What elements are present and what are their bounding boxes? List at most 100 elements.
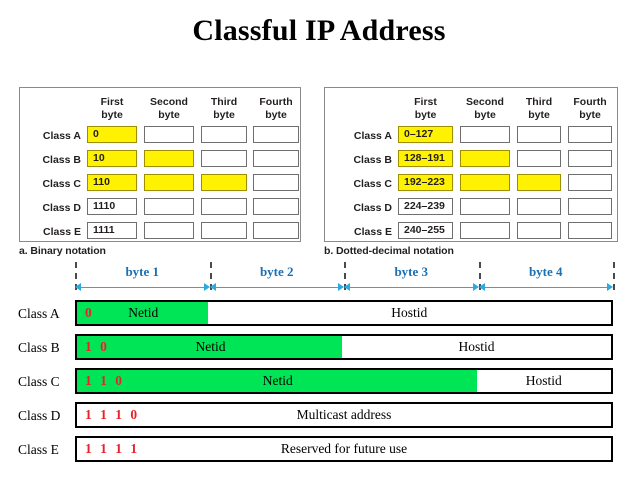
byte-cell: 110 xyxy=(87,174,137,191)
byte-cell xyxy=(144,198,194,215)
ruler-label: byte 1 xyxy=(125,264,160,279)
byte-cell xyxy=(517,150,561,167)
notation-row-label: Class C xyxy=(353,178,392,190)
byte-header-first-line1: First xyxy=(414,96,437,108)
byte-cell xyxy=(568,222,612,239)
address-structure-row-label: Class E xyxy=(18,442,59,457)
byte-cell: 128–191 xyxy=(398,150,453,167)
ruler-label: byte 3 xyxy=(394,264,429,279)
byte-cell xyxy=(253,126,299,143)
notation-row-label: Class E xyxy=(43,226,81,238)
ruler-label: byte 2 xyxy=(259,264,294,279)
byte-header-third: Third byte xyxy=(517,96,561,121)
notation-row: Class C 110 xyxy=(20,174,300,196)
byte-header-second-line1: Second xyxy=(150,96,188,108)
byte-cell xyxy=(568,174,612,191)
ruler-arrow-right-icon xyxy=(607,283,613,291)
byte-cell xyxy=(517,174,561,191)
decimal-byte-header-row: First byte Second byte Third byte Fourth… xyxy=(325,96,617,128)
ruler-tick xyxy=(75,262,77,290)
ruler-arrow-right-icon xyxy=(203,283,210,291)
byte-cell xyxy=(253,198,299,215)
byte-cell xyxy=(460,126,510,143)
byte-header-third-line1: Third xyxy=(210,96,238,108)
prefix-bits: 1 1 1 1 xyxy=(85,441,140,456)
netid-segment: Netid xyxy=(77,302,212,324)
byte-cell xyxy=(201,174,247,191)
ruler-arrow-left-icon xyxy=(75,283,81,291)
notation-row-label: Class A xyxy=(353,130,392,142)
byte-header-third-line2: byte xyxy=(213,108,235,121)
ruler-arrow-left-icon xyxy=(478,283,485,291)
ruler-arrow-right-icon xyxy=(338,283,344,291)
hostid-segment: Hostid xyxy=(476,370,611,392)
hostid-segment: Hostid xyxy=(207,302,611,324)
byte-cell: 1111 xyxy=(87,222,137,239)
byte-header-first-line2: byte xyxy=(414,108,437,121)
byte-cell xyxy=(460,222,510,239)
address-structure-row-label: Class A xyxy=(18,306,60,321)
byte-header-third-line1: Third xyxy=(525,96,553,108)
notation-row-label: Class B xyxy=(353,154,392,166)
byte-cell xyxy=(201,198,247,215)
byte-header-fourth-line2: byte xyxy=(265,108,287,121)
byte-header-fourth-line1: Fourth xyxy=(573,96,607,108)
byte-header-second: Second byte xyxy=(460,96,510,121)
byte-header-fourth-line2: byte xyxy=(579,108,601,121)
byte-cell xyxy=(460,150,510,167)
dotted-decimal-notation-panel: First byte Second byte Third byte Fourth… xyxy=(324,87,618,242)
byte-header-second-line2: byte xyxy=(474,108,496,121)
byte-header-fourth-line1: Fourth xyxy=(259,96,293,108)
notation-row-label: Class B xyxy=(42,154,81,166)
prefix-bits: 1 1 1 0 xyxy=(85,407,140,422)
address-structure-row-label: Class D xyxy=(18,408,61,423)
prefix-bits: 1 1 0 xyxy=(85,373,125,388)
binary-notation-panel: First byte Second byte Third byte Fourth… xyxy=(19,87,301,242)
notation-row: Class E 1111 xyxy=(20,222,300,244)
notation-row: Class B 128–191 xyxy=(325,150,617,172)
ruler-tick xyxy=(613,262,615,290)
byte-header-first: First byte xyxy=(87,96,137,121)
byte-cell: 0 xyxy=(87,126,137,143)
byte-cell xyxy=(253,222,299,239)
byte-cell xyxy=(568,150,612,167)
ruler-arrow-right-icon xyxy=(472,283,479,291)
byte-header-third-line2: byte xyxy=(528,108,550,121)
binary-byte-header-row: First byte Second byte Third byte Fourth… xyxy=(20,96,300,128)
byte-cell xyxy=(517,126,561,143)
notation-row-label: Class A xyxy=(42,130,81,142)
byte-header-second-line1: Second xyxy=(466,96,504,108)
notation-row: Class A 0 xyxy=(20,126,300,148)
byte-header-second-line2: byte xyxy=(158,108,180,121)
byte-cell xyxy=(144,174,194,191)
ruler-segment xyxy=(75,283,210,292)
byte-header-fourth: Fourth byte xyxy=(568,96,612,121)
byte-cell xyxy=(460,198,510,215)
ruler-segment xyxy=(344,283,479,292)
byte-cell xyxy=(201,222,247,239)
netid-segment: Netid xyxy=(77,370,481,392)
notation-row-label: Class C xyxy=(42,178,81,190)
notation-row-label: Class E xyxy=(354,226,392,238)
byte-cell xyxy=(144,222,194,239)
ruler-line xyxy=(213,287,340,288)
byte-cell xyxy=(201,126,247,143)
prefix-bits: 1 0 xyxy=(85,339,110,354)
byte-cell xyxy=(253,150,299,167)
ruler-line xyxy=(348,287,475,288)
ruler-tick xyxy=(209,262,212,290)
byte-cell xyxy=(253,174,299,191)
address-structure-row-label: Class C xyxy=(18,374,60,389)
